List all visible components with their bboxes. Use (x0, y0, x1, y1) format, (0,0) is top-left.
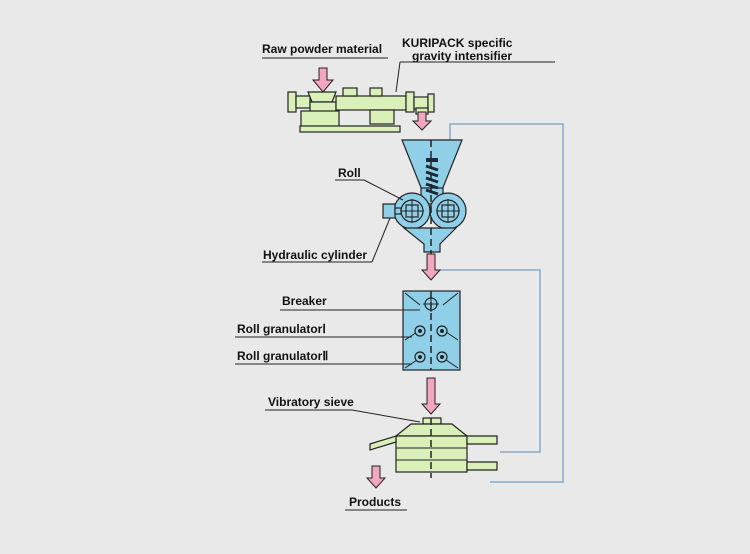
breaker-label: Breaker (282, 294, 327, 308)
granule-arrow (420, 377, 442, 415)
kuripack-intensifier (287, 87, 435, 133)
vibratory-sieve (369, 417, 498, 473)
roll-leader-line (363, 179, 404, 201)
products-arrow (365, 465, 387, 489)
vibratory-sieve-label: Vibratory sieve (268, 395, 354, 409)
kuripack-label-line1: KURIPACK specific (402, 36, 513, 50)
kuripack-leader-line (395, 61, 401, 93)
feed-arrow (411, 111, 433, 131)
roll-label: Roll (338, 166, 361, 180)
raw-powder-label: Raw powder material (262, 42, 382, 56)
compact-arrow (420, 253, 442, 281)
hydraulic-label: Hydraulic cylinder (263, 248, 367, 262)
roll-compactor (382, 139, 467, 253)
recycle-line-outer (449, 123, 564, 483)
hydraulic-leader-line (371, 217, 391, 263)
recycle-line-inner (440, 269, 541, 453)
roll-granulator-1-label: Roll granulatorⅠ (237, 322, 326, 336)
products-label: Products (349, 495, 401, 509)
sieve-leader-line (351, 409, 421, 423)
roll-granulator-2-label: Roll granulatorⅡ (237, 349, 328, 363)
raw-powder-arrow (311, 67, 335, 93)
kuripack-label-line2: gravity intensifier (412, 49, 512, 63)
